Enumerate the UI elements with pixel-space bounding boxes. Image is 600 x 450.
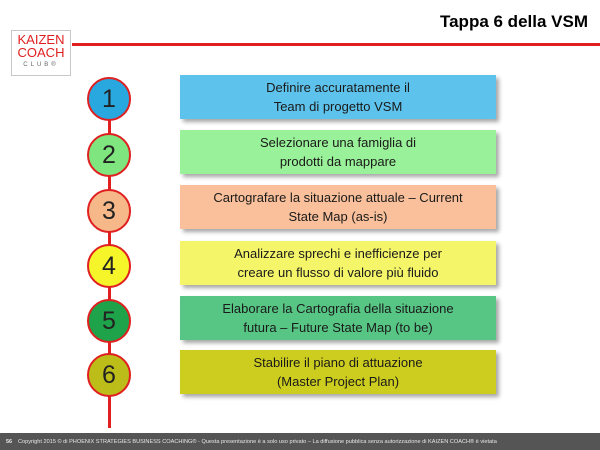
logo-line-club: CLUB® xyxy=(23,62,59,68)
step-2-box: Selezionare una famiglia di prodotti da … xyxy=(180,130,496,174)
step-5-line2: futura – Future State Map (to be) xyxy=(243,320,433,335)
step-1-line2: Team di progetto VSM xyxy=(273,99,403,114)
footer-bar: 56 Copyright 2015 © di PHOENIX STRATEGIE… xyxy=(0,433,600,450)
logo-line-kaizen: KAIZEN xyxy=(17,32,65,47)
step-4-line2: creare un flusso di valore più fluido xyxy=(237,265,439,280)
step-2-circle: 2 xyxy=(87,133,131,177)
step-1-circle: 1 xyxy=(87,77,131,121)
step-5-circle: 5 xyxy=(87,299,131,343)
step-6-circle: 6 xyxy=(87,353,131,397)
step-1-line1: Definire accuratamente il xyxy=(266,80,410,95)
step-4-line1: Analizzare sprechi e inefficienze per xyxy=(234,246,442,261)
step-4-box: Analizzare sprechi e inefficienze per cr… xyxy=(180,241,496,285)
slide-title: Tappa 6 della VSM xyxy=(439,12,588,31)
step-3-box: Cartografare la situazione attuale – Cur… xyxy=(180,185,496,229)
step-1-box: Definire accuratamente il Team di proget… xyxy=(180,75,496,119)
step-3-circle: 3 xyxy=(87,189,131,233)
step-6-box: Stabilire il piano di attuazione (Master… xyxy=(180,350,496,394)
logo-line-coach: COACH xyxy=(17,45,65,60)
step-2-line2: prodotti da mappare xyxy=(279,154,397,169)
step-3-line2: State Map (as-is) xyxy=(288,209,388,224)
step-4-circle: 4 xyxy=(87,244,131,288)
page-number: 56 xyxy=(5,438,13,445)
kaizen-coach-logo: KAIZEN COACH CLUB® xyxy=(11,30,71,76)
step-6-line1: Stabilire il piano di attuazione xyxy=(253,355,423,370)
copyright-notice: Copyright 2015 © di PHOENIX STRATEGIES B… xyxy=(18,438,497,445)
step-5-line1: Elaborare la Cartografia della situazion… xyxy=(222,301,454,316)
step-3-line1: Cartografare la situazione attuale – Cur… xyxy=(213,190,463,205)
header-divider xyxy=(72,43,600,46)
step-6-line2: (Master Project Plan) xyxy=(276,374,400,389)
step-5-box: Elaborare la Cartografia della situazion… xyxy=(180,296,496,340)
step-2-line1: Selezionare una famiglia di xyxy=(259,135,417,150)
